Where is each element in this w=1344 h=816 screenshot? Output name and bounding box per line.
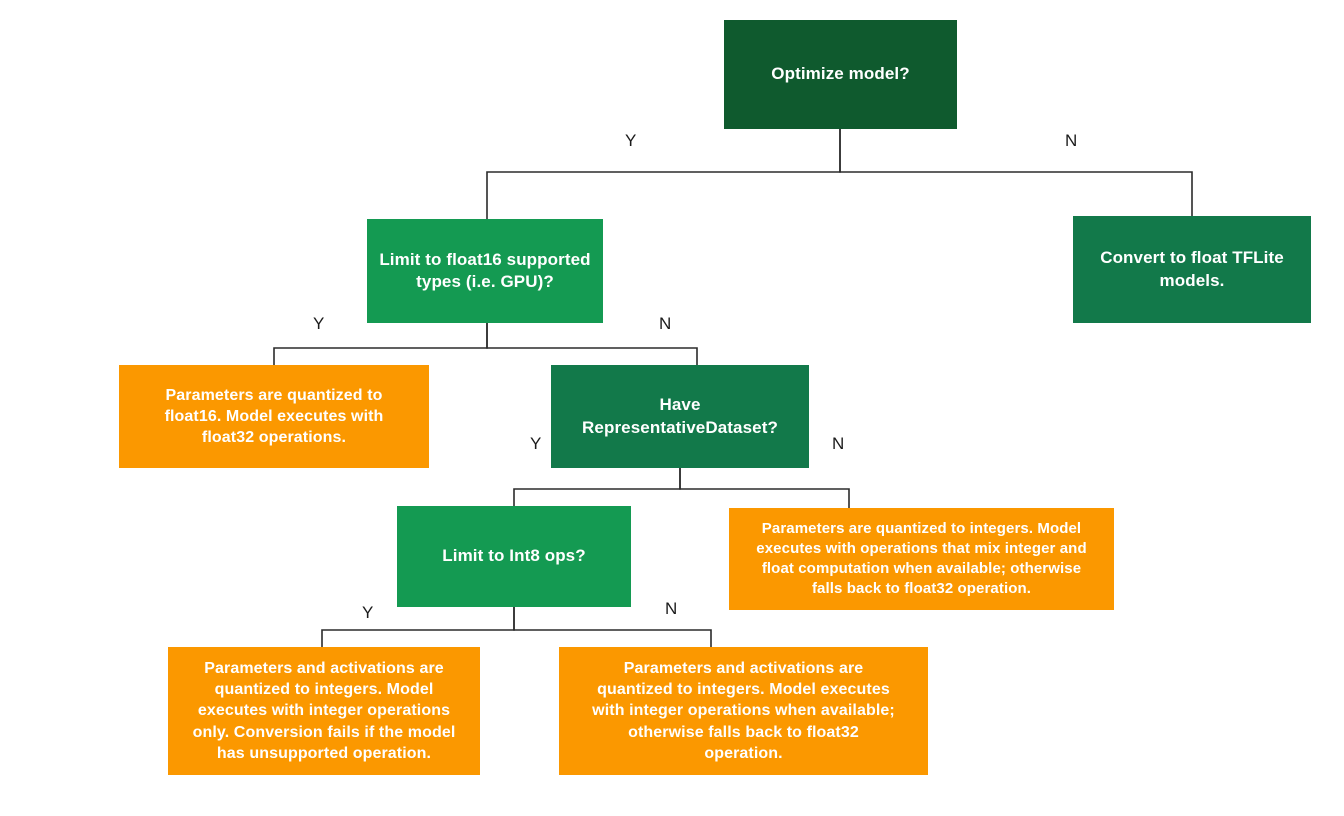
- edge-repr-to-int8: [513, 468, 681, 506]
- node-label-float16: Limit to float16 supported types (i.e. G…: [379, 249, 591, 291]
- edge-int8-to-intonly: [321, 607, 515, 647]
- node-label-int8_ops: Limit to Int8 ops?: [442, 546, 586, 566]
- label-int8-n: N: [665, 599, 678, 618]
- node-convert_float[interactable]: Convert to float TFLite models.: [1073, 216, 1311, 323]
- node-int8_ops[interactable]: Limit to Int8 ops?: [397, 506, 631, 607]
- edge-optimize-to-float16: [486, 129, 841, 219]
- label-optimize-n: N: [1065, 131, 1078, 150]
- node-label-float16_result: Parameters are quantized to float16. Mod…: [164, 386, 384, 447]
- node-label-repr_dataset: Have RepresentativeDataset?: [582, 395, 778, 437]
- node-label-int_only_result: Parameters and activations are quantized…: [192, 660, 456, 762]
- node-label-convert_float: Convert to float TFLite models.: [1100, 248, 1284, 290]
- label-optimize-y: Y: [625, 131, 637, 150]
- node-mixed_int_result[interactable]: Parameters are quantized to integers. Mo…: [729, 508, 1114, 610]
- label-repr-y: Y: [530, 434, 542, 453]
- node-int_only_result[interactable]: Parameters and activations are quantized…: [168, 647, 480, 775]
- label-repr-n: N: [832, 434, 845, 453]
- node-float16[interactable]: Limit to float16 supported types (i.e. G…: [367, 219, 603, 323]
- node-label-optimize: Optimize model?: [771, 64, 910, 84]
- node-int_fallback_result[interactable]: Parameters and activations are quantized…: [559, 647, 928, 775]
- label-float16-n: N: [659, 314, 672, 333]
- label-int8-y: Y: [362, 603, 374, 622]
- node-optimize[interactable]: Optimize model?: [724, 20, 957, 129]
- node-label-mixed_int_result: Parameters are quantized to integers. Mo…: [756, 520, 1087, 597]
- edge-optimize-to-convert: [839, 129, 1193, 216]
- node-label-int_fallback_result: Parameters and activations are quantized…: [592, 660, 895, 762]
- edge-repr-to-mixed: [679, 468, 850, 508]
- node-repr_dataset[interactable]: Have RepresentativeDataset?: [551, 365, 809, 468]
- edge-int8-to-intfallback: [513, 607, 712, 647]
- label-float16-y: Y: [313, 314, 325, 333]
- node-float16_result[interactable]: Parameters are quantized to float16. Mod…: [119, 365, 429, 468]
- edge-float16-to-float16result: [273, 323, 488, 365]
